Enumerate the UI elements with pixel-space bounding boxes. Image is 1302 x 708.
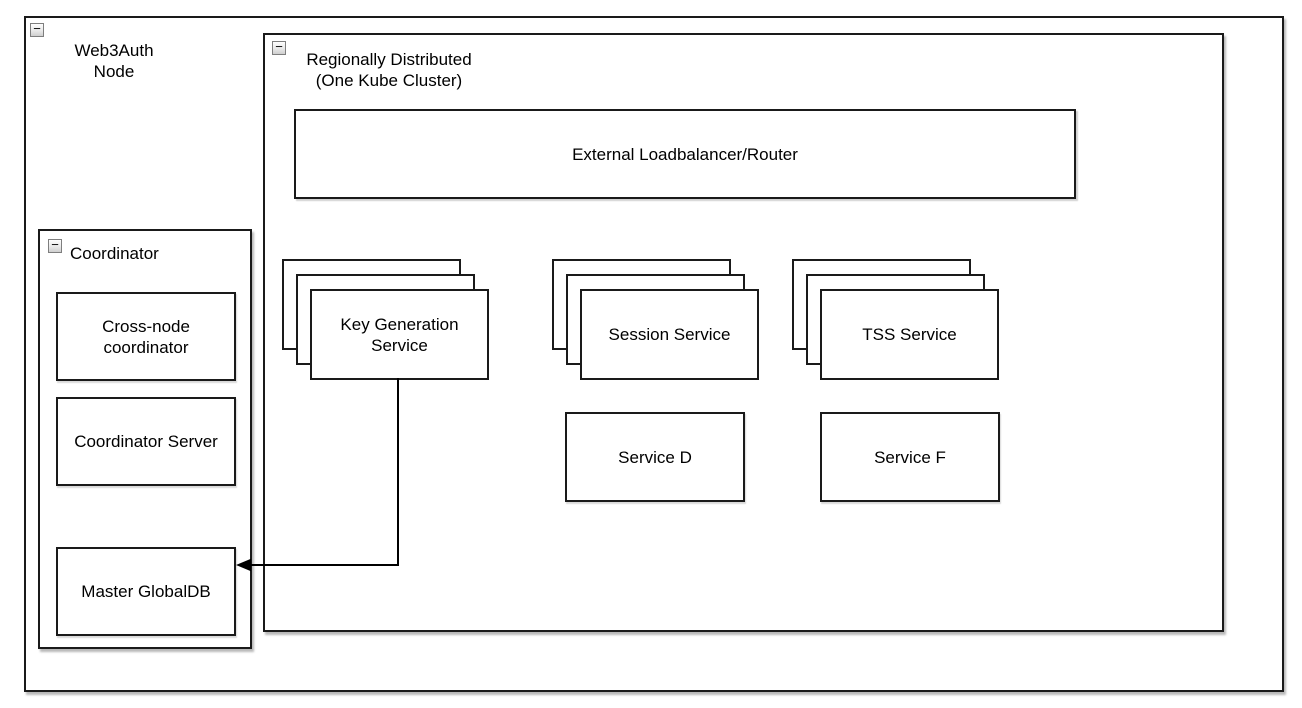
collapse-icon[interactable]: −: [30, 22, 44, 37]
box-label: Service F: [874, 447, 946, 467]
box-label: Cross-node coordinator: [102, 316, 190, 357]
box-master-globaldb[interactable]: Master GlobalDB: [56, 547, 236, 636]
box-cross-node-coordinator[interactable]: Cross-node coordinator: [56, 292, 236, 381]
box-label: External Loadbalancer/Router: [572, 144, 798, 164]
container-coordinator[interactable]: − Coordinator Cross-node coordinator Coo…: [38, 229, 252, 649]
box-label: Service D: [618, 447, 692, 467]
box-service-f[interactable]: Service F: [820, 412, 1000, 502]
collapse-icon[interactable]: −: [272, 40, 286, 55]
stack-key-generation-service[interactable]: Key Generation Service: [282, 259, 489, 380]
stack-session-service[interactable]: Session Service: [552, 259, 759, 380]
container-web3auth-node[interactable]: − Web3Auth Node − Regionally Distributed…: [24, 16, 1284, 692]
container-regionally-distributed[interactable]: − Regionally Distributed (One Kube Clust…: [263, 33, 1224, 632]
regionally-distributed-label: Regionally Distributed (One Kube Cluster…: [306, 50, 472, 90]
box-label: Master GlobalDB: [81, 582, 211, 601]
stack-front-box: Key Generation Service: [310, 289, 489, 380]
web3auth-node-label: Web3Auth Node: [74, 41, 154, 81]
stack-front-box: TSS Service: [820, 289, 999, 380]
coordinator-label: Coordinator: [70, 244, 159, 263]
box-external-loadbalancer[interactable]: External Loadbalancer/Router: [294, 109, 1076, 199]
box-label: Coordinator Server: [74, 432, 218, 451]
stack-front-box: Session Service: [580, 289, 759, 380]
box-service-d[interactable]: Service D: [565, 412, 745, 502]
box-coordinator-server[interactable]: Coordinator Server: [56, 397, 236, 486]
collapse-icon[interactable]: −: [48, 238, 62, 253]
stack-tss-service[interactable]: TSS Service: [792, 259, 999, 380]
